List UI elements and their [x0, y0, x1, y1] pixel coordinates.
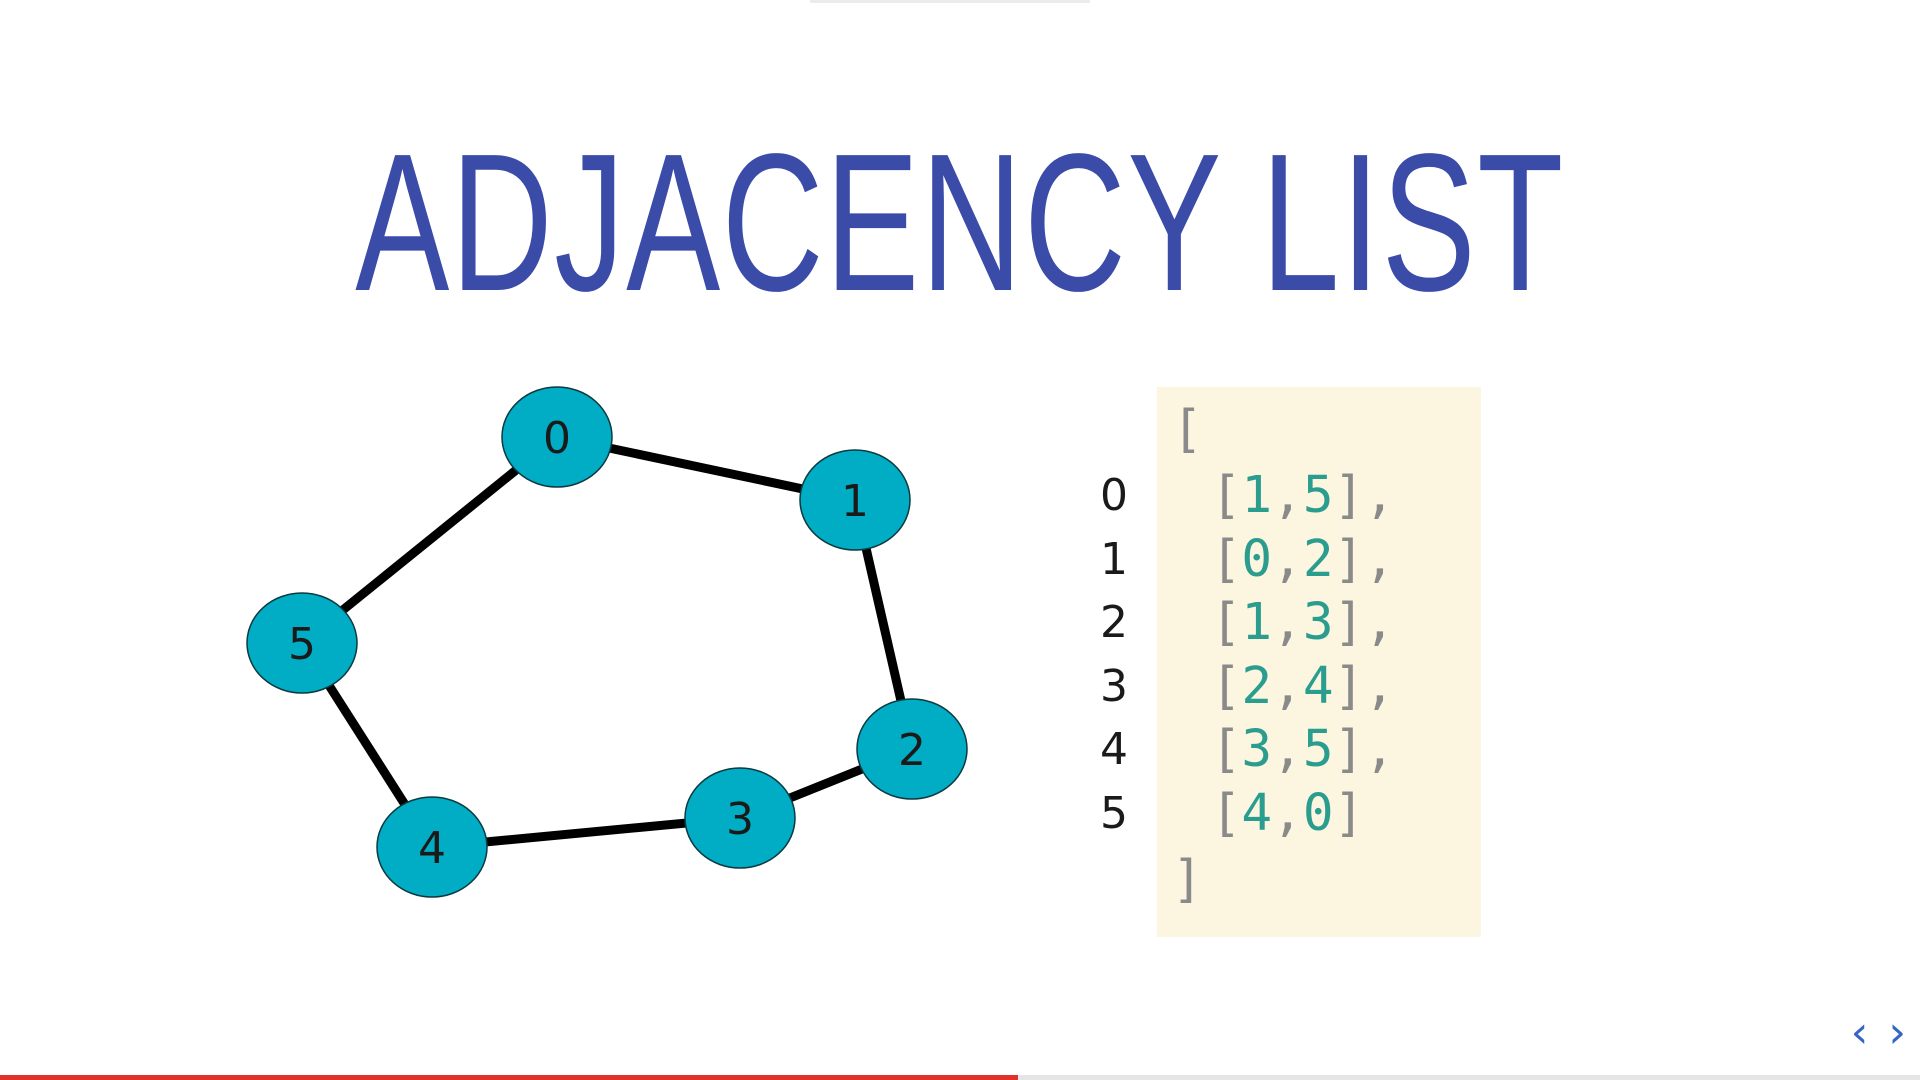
row-close-bracket: ]	[1333, 529, 1365, 589]
row-index: 2	[1100, 597, 1128, 649]
row-open-bracket: [	[1180, 656, 1242, 716]
node-label: 4	[418, 823, 446, 874]
row-trailing-comma: ,	[1364, 529, 1396, 589]
neighbor-b: 3	[1302, 593, 1334, 653]
neighbor-a: 4	[1241, 783, 1273, 843]
node-circle	[501, 386, 613, 488]
row-open-bracket: [	[1180, 593, 1242, 653]
row-trailing-comma: ,	[1364, 656, 1396, 716]
row-comma: ,	[1272, 783, 1303, 843]
neighbor-a: 1	[1241, 466, 1273, 526]
adjacency-row: 3 [2,4],	[1100, 655, 1395, 719]
adjacency-row: 1 [0,2],	[1100, 528, 1395, 592]
close-bracket: ]	[1172, 850, 1203, 909]
row-open-bracket: [	[1180, 529, 1242, 589]
node-label: 3	[726, 794, 754, 845]
neighbor-a: 3	[1241, 720, 1273, 780]
progress-bar[interactable]	[0, 1075, 1920, 1080]
neighbor-b: 0	[1302, 783, 1334, 843]
neighbor-a: 2	[1241, 656, 1273, 716]
top-edge-strip	[810, 0, 1090, 3]
edge-5-0	[299, 433, 560, 647]
row-open-bracket: [	[1180, 466, 1242, 526]
row-close-bracket: ]	[1333, 656, 1365, 716]
neighbor-b: 2	[1302, 529, 1334, 589]
row-close-bracket: ]	[1333, 593, 1365, 653]
row-open-bracket: [	[1180, 720, 1242, 780]
row-trailing-comma: ,	[1364, 593, 1396, 653]
row-comma: ,	[1272, 593, 1303, 653]
node-label: 0	[543, 413, 571, 464]
adjacency-rows: 0 [1,5],1 [0,2],2 [1,3],3 [2,4],4 [3,5],…	[1100, 464, 1395, 845]
node-circle	[246, 592, 358, 694]
graph-node-4: 4	[376, 796, 488, 898]
open-bracket: [	[1172, 400, 1203, 459]
prev-slide-icon[interactable]: ‹	[1850, 1007, 1869, 1058]
row-index: 3	[1100, 660, 1128, 712]
neighbor-b: 5	[1302, 466, 1334, 526]
neighbor-b: 5	[1302, 720, 1334, 780]
row-index: 1	[1100, 533, 1128, 585]
adjacency-row: 4 [3,5],	[1100, 718, 1395, 782]
row-trailing-comma: ,	[1364, 466, 1396, 526]
row-comma: ,	[1272, 720, 1303, 780]
row-index: 4	[1100, 724, 1128, 776]
code-panel	[1157, 387, 1481, 937]
row-trailing-comma: ,	[1364, 720, 1396, 780]
row-index: 0	[1100, 470, 1128, 522]
graph-node-0: 0	[501, 386, 613, 488]
row-open-bracket: [	[1180, 783, 1242, 843]
graph-node-3: 3	[684, 767, 796, 869]
neighbor-a: 1	[1241, 593, 1273, 653]
neighbor-a: 0	[1241, 529, 1273, 589]
node-circle	[799, 449, 911, 551]
row-index: 5	[1100, 787, 1128, 839]
node-label: 1	[841, 476, 869, 527]
row-close-bracket: ]	[1333, 720, 1365, 780]
row-close-bracket: ]	[1333, 466, 1365, 526]
node-label: 5	[288, 619, 316, 670]
slide-title: ADJACENCY LIST	[355, 113, 1565, 332]
row-comma: ,	[1272, 529, 1303, 589]
node-circle	[684, 767, 796, 869]
adjacency-row: 0 [1,5],	[1100, 464, 1395, 528]
row-comma: ,	[1272, 466, 1303, 526]
row-close-bracket: ]	[1333, 783, 1365, 843]
neighbor-b: 4	[1302, 656, 1334, 716]
node-circle	[856, 698, 968, 800]
adjacency-row: 5 [4,0]	[1100, 782, 1395, 846]
graph-node-1: 1	[799, 449, 911, 551]
progress-fill	[0, 1075, 1018, 1080]
node-label: 2	[898, 725, 926, 776]
row-comma: ,	[1272, 656, 1303, 716]
graph-node-5: 5	[246, 592, 358, 694]
slide-pager: ‹ ›	[1851, 1007, 1906, 1058]
node-circle	[376, 796, 488, 898]
graph-node-2: 2	[856, 698, 968, 800]
next-slide-icon[interactable]: ›	[1888, 1007, 1906, 1058]
adjacency-row: 2 [1,3],	[1100, 591, 1395, 655]
